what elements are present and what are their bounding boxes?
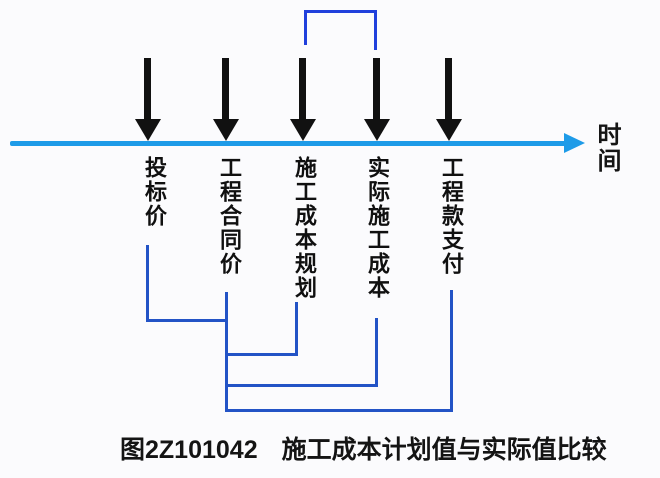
connector-col5-leg — [450, 290, 453, 412]
connector-col2-col3 — [225, 353, 298, 356]
figure-title: 施工成本计划值与实际值比较 — [281, 436, 607, 464]
down-arrow-icon — [144, 58, 151, 120]
down-arrowhead-icon — [213, 119, 239, 141]
down-arrow-icon — [445, 58, 452, 120]
connector-col1-leg — [146, 245, 149, 322]
connector-col1-col2 — [146, 319, 228, 322]
figure-number: 图2Z101042 — [120, 436, 258, 464]
down-arrow-icon — [222, 58, 229, 120]
event-label-contract-price: 工程合同价 — [217, 156, 242, 276]
down-arrowhead-icon — [364, 119, 390, 141]
event-label-cost-plan: 施工成本规划 — [292, 156, 317, 300]
connector-col4-leg — [375, 318, 378, 387]
down-arrowhead-icon — [135, 119, 161, 141]
down-arrow-icon — [373, 58, 380, 120]
connector-col2-col4 — [225, 384, 378, 387]
down-arrow-icon — [299, 58, 306, 120]
event-label-payment: 工程款支付 — [439, 156, 464, 276]
top-bracket-left-leg — [304, 10, 307, 45]
connector-col2-col5 — [225, 409, 453, 412]
event-label-bid-price: 投标价 — [142, 156, 167, 228]
time-axis-line — [10, 141, 566, 146]
figure-caption: 图2Z101042 施工成本计划值与实际值比较 — [120, 430, 607, 466]
connector-col2-leg — [225, 292, 228, 412]
time-axis-arrowhead-icon — [564, 133, 585, 153]
time-axis-label: 时间 — [593, 122, 620, 174]
top-bracket-horizontal — [304, 10, 377, 13]
down-arrowhead-icon — [436, 119, 462, 141]
event-label-actual-cost: 实际施工成本 — [365, 156, 390, 300]
top-bracket-right-leg — [374, 10, 377, 50]
down-arrowhead-icon — [290, 119, 316, 141]
connector-col3-leg — [295, 302, 298, 356]
